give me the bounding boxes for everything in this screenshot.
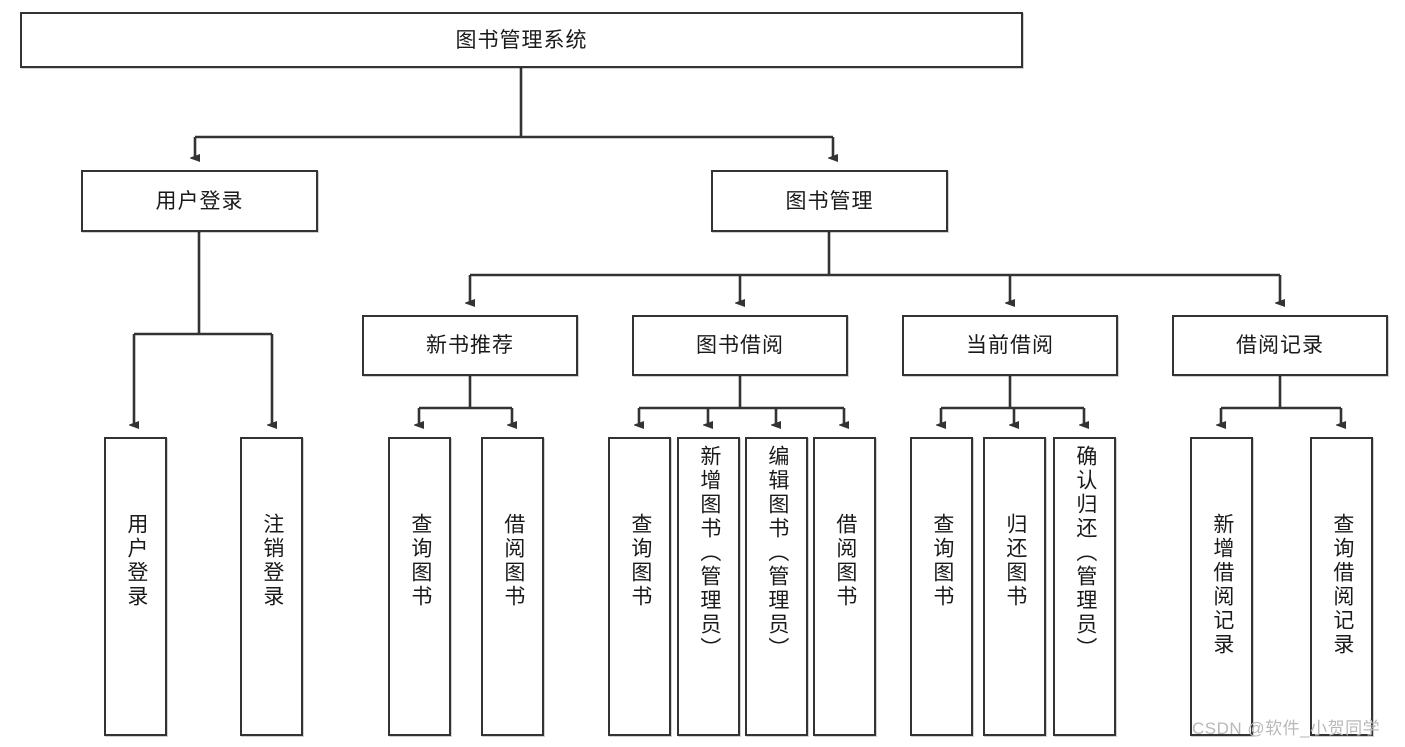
node-leaf-add-book-label: 新增图书（管理员）: [697, 445, 721, 661]
node-leaf-borrow-book-bor[interactable]: 借阅图书: [813, 437, 876, 736]
node-leaf-user-login-label: 用户登录: [124, 513, 148, 609]
node-leaf-user-logout-label: 注销登录: [260, 513, 284, 609]
node-new-book-rec-label: 新书推荐: [426, 334, 514, 357]
node-leaf-user-login[interactable]: 用户登录: [104, 437, 167, 736]
node-leaf-confirm-return-label: 确认归还（管理员）: [1073, 445, 1097, 661]
node-root[interactable]: 图书管理系统: [20, 12, 1023, 68]
node-leaf-query-record[interactable]: 查询借阅记录: [1310, 437, 1373, 736]
node-current-borrow[interactable]: 当前借阅: [902, 315, 1118, 376]
node-user-login-label: 用户登录: [155, 189, 244, 213]
node-leaf-query-book-rec-label: 查询图书: [408, 513, 432, 609]
node-leaf-confirm-return[interactable]: 确认归还（管理员）: [1053, 437, 1116, 736]
node-book-borrow-label: 图书借阅: [696, 334, 784, 357]
csdn-watermark: CSDN @软件_小贺同学: [1192, 719, 1381, 738]
node-leaf-borrow-book-rec[interactable]: 借阅图书: [481, 437, 544, 736]
node-current-borrow-label: 当前借阅: [966, 334, 1054, 357]
node-leaf-query-book-bor[interactable]: 查询图书: [608, 437, 671, 736]
node-book-borrow[interactable]: 图书借阅: [632, 315, 848, 376]
node-new-book-rec[interactable]: 新书推荐: [362, 315, 578, 376]
node-leaf-query-book-rec[interactable]: 查询图书: [388, 437, 451, 736]
node-leaf-borrow-book-bor-label: 借阅图书: [833, 513, 857, 609]
node-leaf-add-record[interactable]: 新增借阅记录: [1190, 437, 1253, 736]
node-leaf-add-book[interactable]: 新增图书（管理员）: [677, 437, 740, 736]
node-leaf-user-logout[interactable]: 注销登录: [240, 437, 303, 736]
node-root-label: 图书管理系统: [455, 28, 588, 52]
node-user-login[interactable]: 用户登录: [81, 170, 318, 232]
node-leaf-query-book-cur[interactable]: 查询图书: [910, 437, 973, 736]
node-borrow-record-label: 借阅记录: [1236, 334, 1324, 357]
node-borrow-record[interactable]: 借阅记录: [1172, 315, 1388, 376]
node-leaf-borrow-book-rec-label: 借阅图书: [501, 513, 525, 609]
node-leaf-query-book-bor-label: 查询图书: [628, 513, 652, 609]
node-leaf-return-book-label: 归还图书: [1003, 513, 1027, 609]
node-leaf-query-book-cur-label: 查询图书: [930, 513, 954, 609]
node-book-manage-label: 图书管理: [785, 189, 874, 213]
node-leaf-query-record-label: 查询借阅记录: [1330, 513, 1354, 657]
node-leaf-edit-book-label: 编辑图书（管理员）: [765, 445, 789, 661]
node-book-manage[interactable]: 图书管理: [711, 170, 948, 232]
node-leaf-edit-book[interactable]: 编辑图书（管理员）: [745, 437, 808, 736]
node-leaf-add-record-label: 新增借阅记录: [1210, 513, 1234, 657]
node-leaf-return-book[interactable]: 归还图书: [983, 437, 1046, 736]
